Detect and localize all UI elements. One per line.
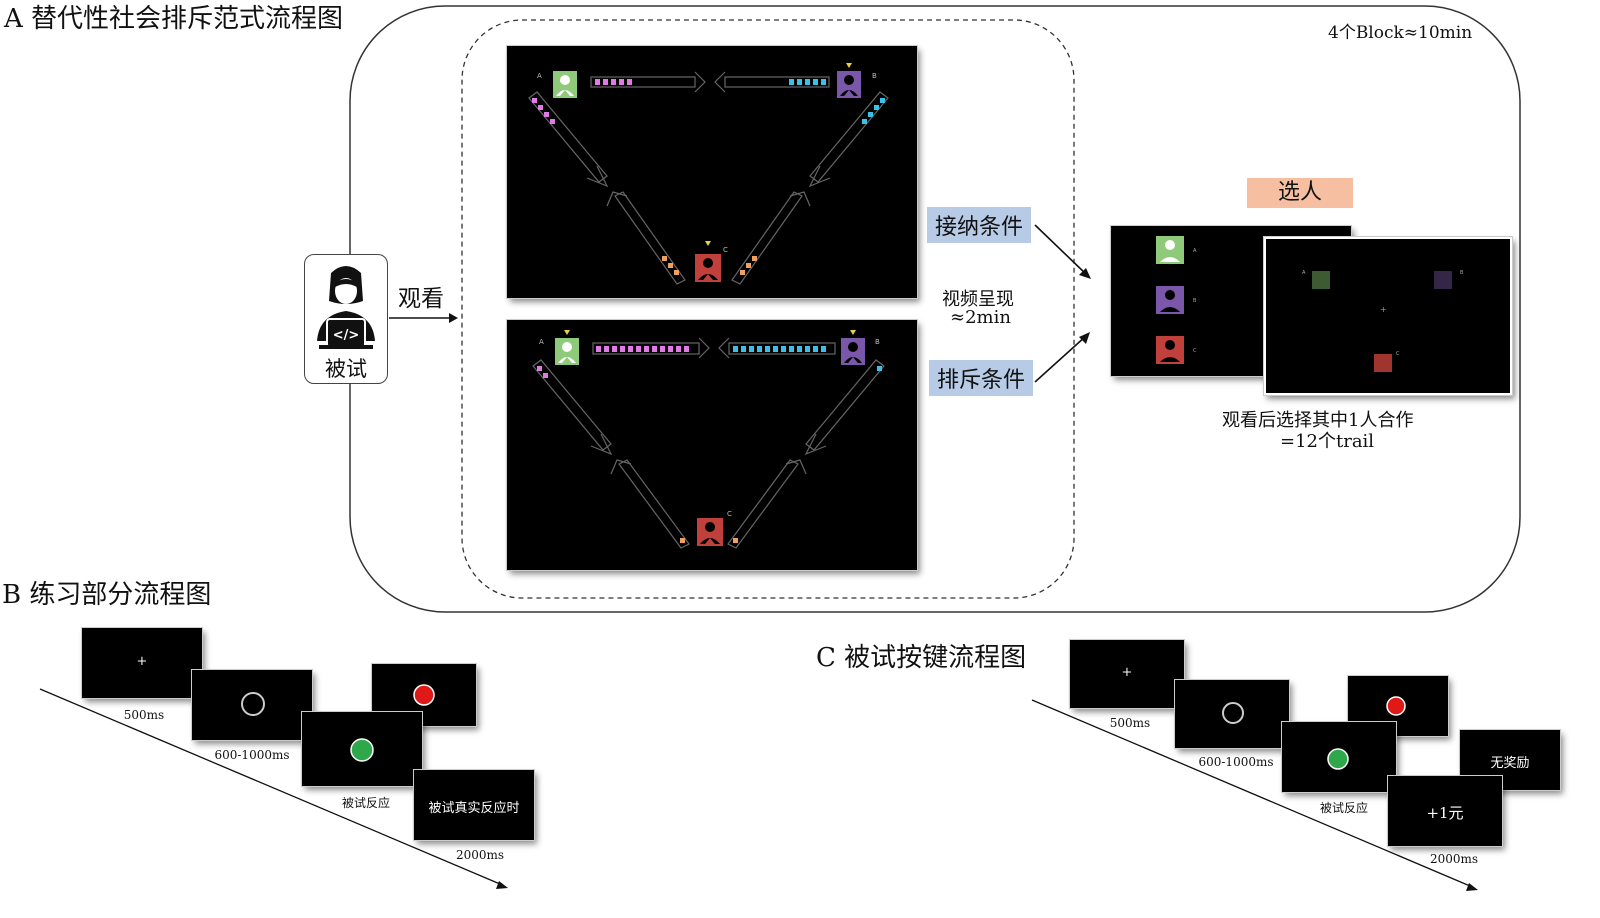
b-duration-500: 500ms (123, 708, 165, 722)
select-info-line2: =12个trail (1280, 431, 1375, 452)
b-feedback-screen: 被试真实反应时 (414, 770, 534, 840)
block-info: 4个Block≈10min (1328, 23, 1473, 43)
select-info-line1: 观看后选择其中1人合作 (1222, 410, 1414, 431)
c-no-reward-text: 无奖励 (1490, 756, 1530, 771)
participant-coder-icon: </> (317, 266, 375, 349)
b-fixation-screen: + (82, 628, 202, 698)
player-b-label: B (872, 72, 877, 80)
c-duration-600-1000: 600-1000ms (1198, 755, 1274, 769)
player-a-label-2: A (539, 338, 544, 346)
c-duration-500: 500ms (1109, 716, 1151, 730)
select-label: 选人 (1247, 178, 1353, 208)
accept-condition-label: 接纳条件 (927, 207, 1032, 243)
panel-a-title: A 替代性社会排斥范式流程图 (4, 4, 344, 34)
dim-label-a: A (1302, 270, 1306, 276)
b-duration-2000: 2000ms (455, 848, 505, 862)
player-c-label-2: C (727, 510, 732, 518)
b-green-screen (302, 712, 422, 786)
c-reward-text: +1元 (1426, 804, 1464, 822)
watch-label: 观看 (398, 286, 444, 312)
player-b-label-2: B (875, 338, 880, 346)
svg-text:</>: </> (333, 328, 360, 343)
b-duration-600-1000: 600-1000ms (214, 748, 290, 762)
dim-label-b: B (1460, 270, 1464, 276)
c-circle-screen (1175, 680, 1289, 748)
choice-label-b: B (1193, 298, 1197, 304)
c-duration-2000: 2000ms (1429, 852, 1479, 866)
svg-text:+: + (1380, 305, 1387, 314)
player-c-label: C (723, 246, 728, 254)
c-reward-screen: +1元 (1388, 776, 1502, 846)
b-participant-response: 被试反应 (341, 796, 391, 810)
exclude-video-screen: A B C (507, 320, 917, 570)
exclude-condition-label: 排斥条件 (929, 360, 1034, 396)
player-choice-icons: A B C (1156, 236, 1197, 364)
exclude-ballgame: A B C (532, 330, 885, 549)
panel-b-title: B 练习部分流程图 (2, 580, 212, 610)
select-screen-2: + A B C (1264, 237, 1512, 395)
dim-label-c: C (1396, 351, 1400, 357)
b-feedback-text: 被试真实反应时 (428, 801, 520, 816)
c-fixation-screen: + (1070, 640, 1184, 708)
participant-label: 被试 (325, 357, 367, 381)
accept-video-screen: A B C (507, 46, 917, 298)
c-participant-response: 被试反应 (1319, 801, 1369, 815)
video-info-line2: ≈2min (950, 307, 1011, 328)
accept-ballgame: A B C (528, 63, 889, 285)
c-green-screen (1282, 722, 1396, 792)
player-a-label: A (537, 72, 542, 80)
participant-box: </> 被试 (304, 254, 388, 384)
panel-c-title: C 被试按键流程图 (816, 643, 1027, 673)
choice-label-a: A (1193, 248, 1197, 254)
dim-player-icons: + A B C (1302, 270, 1464, 372)
video-info-line1: 视频呈现 (942, 289, 1014, 310)
b-circle-screen (192, 670, 312, 740)
choice-label-c: C (1193, 348, 1197, 354)
